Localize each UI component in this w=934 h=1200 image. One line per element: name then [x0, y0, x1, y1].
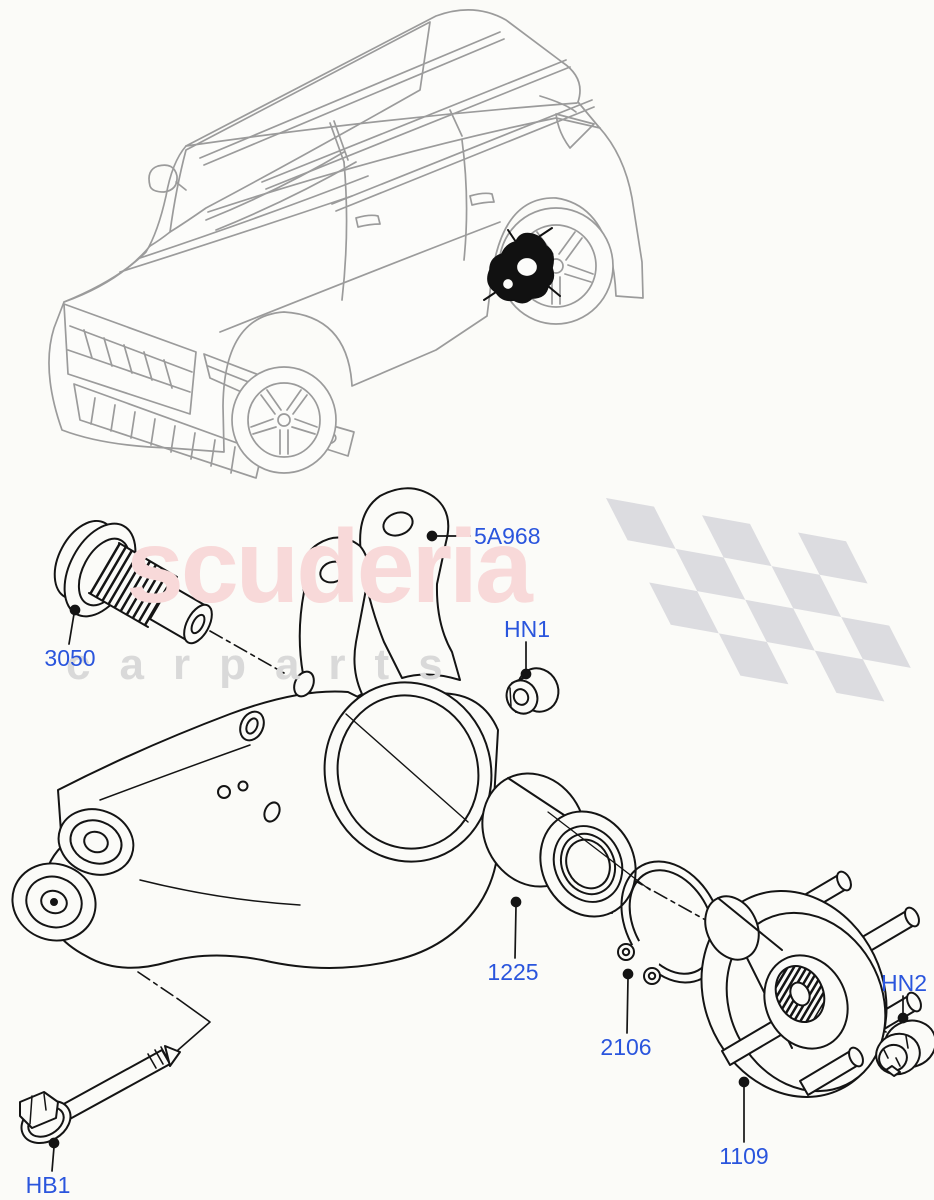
front-wheel — [231, 366, 337, 474]
part-bearing-1225 — [481, 772, 651, 918]
part-bolt-hb1 — [19, 1045, 181, 1144]
part-label-1109[interactable]: 1109 — [719, 1143, 769, 1169]
part-knuckle-5A968 — [11, 487, 500, 969]
part-stub-axle-3050 — [53, 519, 213, 645]
watermark-subbrand-text: carparts — [66, 640, 472, 689]
part-label-2106[interactable]: 2106 — [600, 1034, 652, 1060]
leader-lines — [48, 530, 909, 1172]
part-label-5A968[interactable]: 5A968 — [474, 523, 541, 549]
axis-bolt-link — [177, 998, 211, 1051]
part-hub-1109 — [700, 870, 922, 1098]
part-label-hn2[interactable]: HN2 — [880, 970, 928, 996]
vehicle-illustration — [48, 9, 644, 479]
part-label-hn1[interactable]: HN1 — [503, 616, 551, 642]
watermark-brand-text: scuderia — [126, 509, 533, 625]
part-label-3050[interactable]: 3050 — [44, 645, 96, 671]
highlighted-part-location — [483, 227, 561, 304]
watermark-checkered-flag — [606, 498, 911, 702]
part-nut-hn2 — [875, 1019, 934, 1077]
part-nut-hn1 — [505, 667, 560, 715]
part-label-1225[interactable]: 1225 — [487, 959, 539, 985]
part-label-hb1[interactable]: HB1 — [25, 1172, 71, 1198]
